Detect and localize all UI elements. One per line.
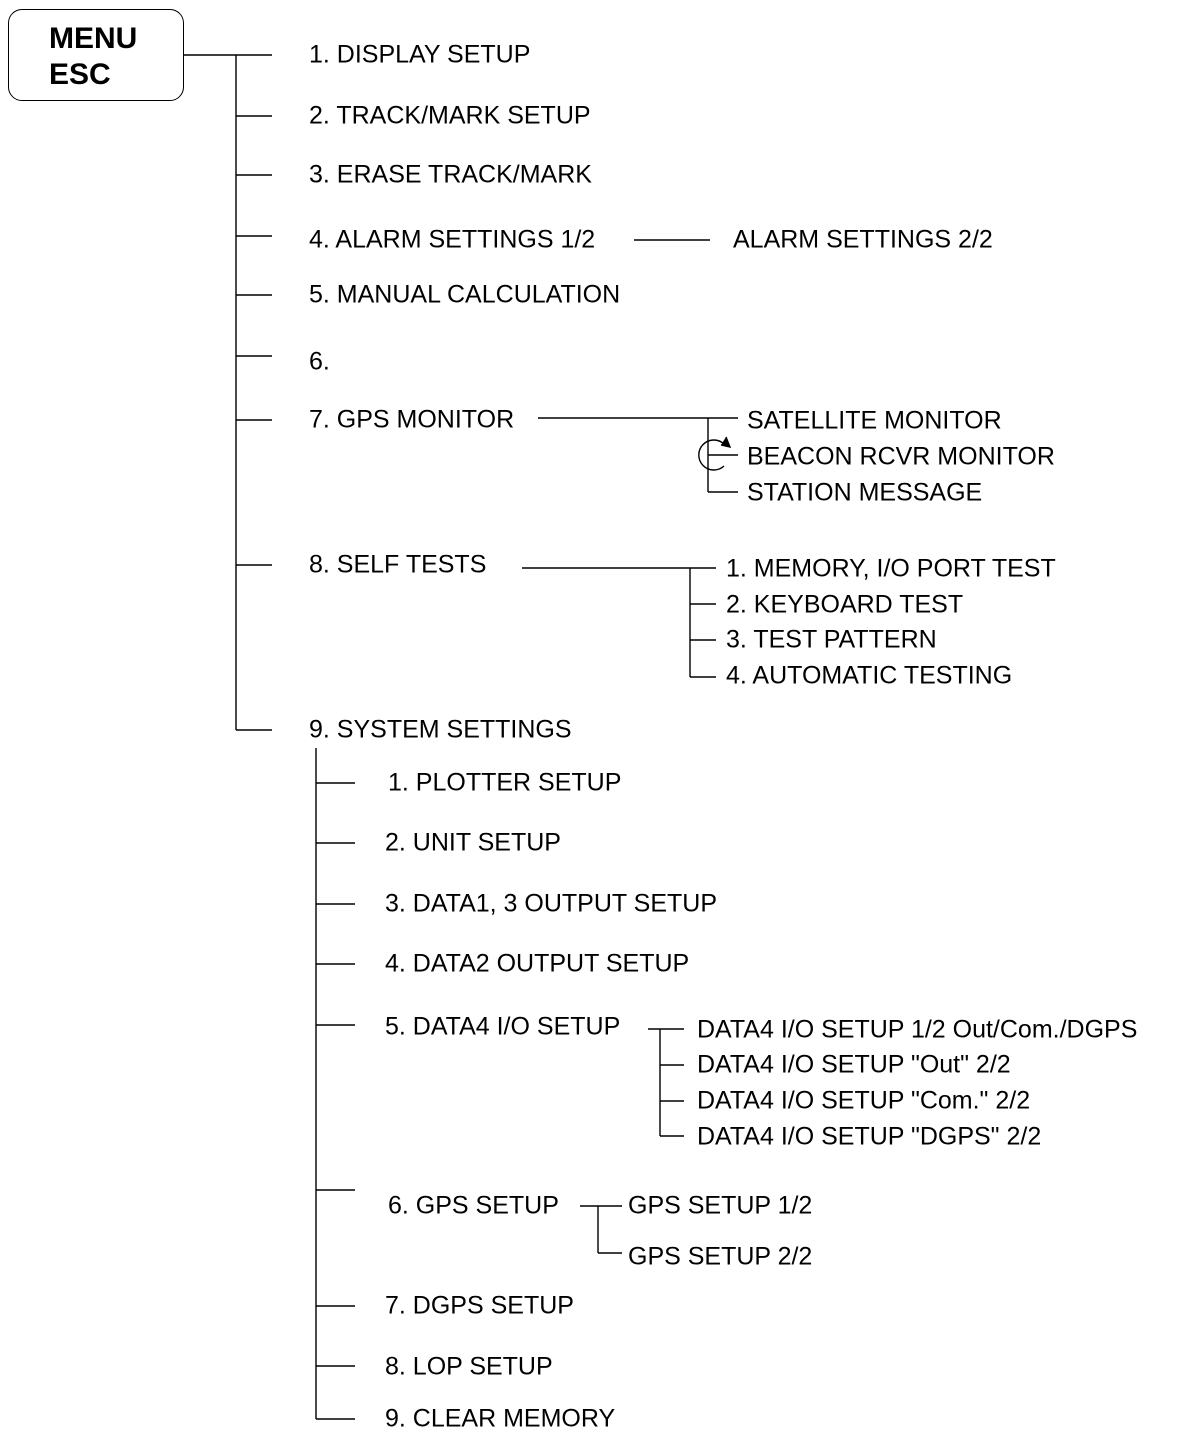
sys-item-data4-io: 5. DATA4 I/O SETUP (385, 1012, 621, 1041)
station-message: STATION MESSAGE (747, 478, 983, 507)
menu-key-line1: MENU (49, 22, 138, 55)
main-item-system-settings: 9. SYSTEM SETTINGS (309, 715, 572, 744)
sys-item-unit-setup: 2. UNIT SETUP (385, 828, 561, 857)
self-test-keyboard: 2. KEYBOARD TEST (726, 590, 964, 619)
main-item-alarm-settings: 4. ALARM SETTINGS 1/2 (309, 225, 596, 254)
self-test-pattern: 3. TEST PATTERN (726, 625, 937, 654)
main-item-manual-calculation: 5. MANUAL CALCULATION (309, 280, 621, 309)
data4-io-out-page2: DATA4 I/O SETUP "Out" 2/2 (697, 1050, 1011, 1079)
self-test-automatic: 4. AUTOMATIC TESTING (726, 661, 1013, 690)
sys-item-clear-memory: 9. CLEAR MEMORY (385, 1404, 616, 1433)
gps-setup-page2: GPS SETUP 2/2 (628, 1242, 813, 1271)
menu-key-line2: ESC (49, 58, 111, 91)
sys-item-plotter-setup: 1. PLOTTER SETUP (388, 768, 622, 797)
main-item-gps-monitor: 7. GPS MONITOR (309, 405, 515, 434)
main-item-self-tests: 8. SELF TESTS (309, 550, 487, 579)
self-test-memory-io: 1. MEMORY, I/O PORT TEST (726, 554, 1056, 583)
main-item-track-mark-setup: 2. TRACK/MARK SETUP (309, 101, 591, 130)
main-item-erase-track-mark: 3. ERASE TRACK/MARK (309, 160, 592, 189)
data4-io-dgps-page2: DATA4 I/O SETUP "DGPS" 2/2 (697, 1122, 1042, 1151)
data4-io-com-page2: DATA4 I/O SETUP "Com." 2/2 (697, 1086, 1031, 1115)
gps-setup-page1: GPS SETUP 1/2 (628, 1191, 813, 1220)
sys-item-data13-output: 3. DATA1, 3 OUTPUT SETUP (385, 889, 718, 918)
data4-io-page1: DATA4 I/O SETUP 1/2 Out/Com./DGPS (697, 1015, 1138, 1044)
cycle-arrow-icon (698, 439, 725, 471)
sys-item-lop-setup: 8. LOP SETUP (385, 1352, 553, 1381)
sys-item-gps-setup: 6. GPS SETUP (388, 1191, 559, 1220)
sys-item-data2-output: 4. DATA2 OUTPUT SETUP (385, 949, 690, 978)
satellite-monitor: SATELLITE MONITOR (747, 406, 1002, 435)
main-item-display-setup: 1. DISPLAY SETUP (309, 40, 531, 69)
sys-item-dgps-setup: 7. DGPS SETUP (385, 1291, 574, 1320)
menu-esc-key: MENU ESC (8, 9, 184, 101)
main-item-6: 6. (309, 347, 330, 376)
beacon-rcvr-monitor: BEACON RCVR MONITOR (747, 442, 1055, 471)
alarm-settings-page2: ALARM SETTINGS 2/2 (733, 225, 993, 254)
